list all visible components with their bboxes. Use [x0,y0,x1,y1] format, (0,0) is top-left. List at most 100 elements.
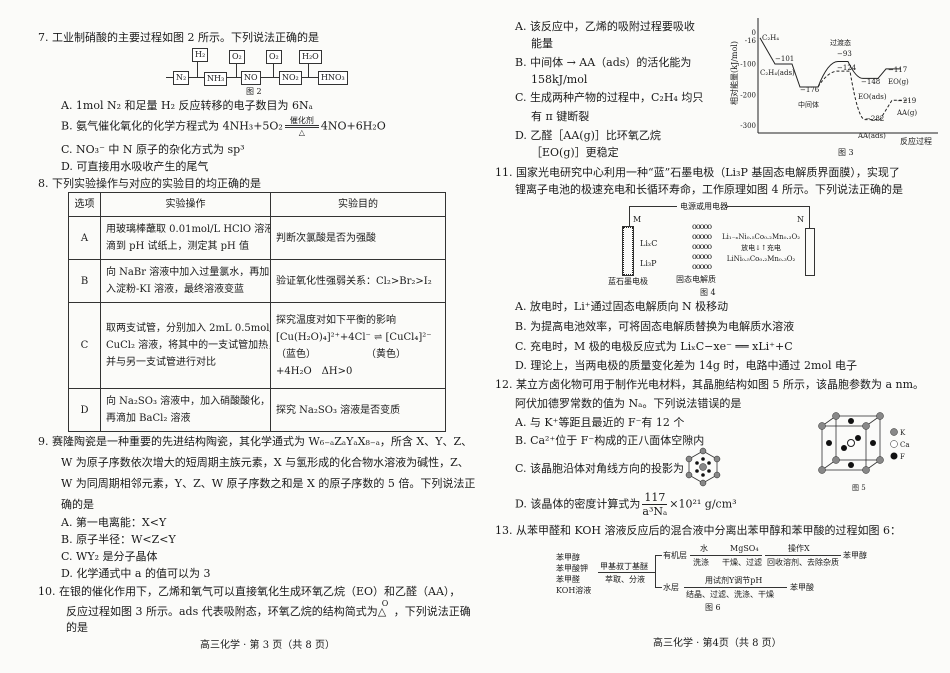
figure-5-unit-cell: K Ca F 图 5 [818,412,910,492]
reagent-o2: O₂ [266,50,282,64]
q7-option-c: C. NO₃⁻ 中 N 原子的杂化方式为 sp³ [61,143,245,156]
figure-5-caption: 图 5 [852,484,866,492]
blue-graphite-label: 蓝石墨电极 [608,277,648,286]
label-m124: −124 [837,64,857,72]
q9-line-4: 确的是 [61,498,94,511]
row-option: A [68,216,101,260]
header-purpose: 实验目的 [270,192,446,217]
q10-option-c-1: C. 生成两种产物的过程中，C₂H₄ 均只 [515,91,704,104]
label-m176: −176 [800,86,820,94]
extract-step: 萃取、分液 [605,575,645,584]
reaction-condition: 催化剂△ [284,116,319,137]
aqueous-layer: 水层 [663,583,679,592]
q9-line-2: W 为原子序数依次增大的短周期主族元素，X 与氢形成的化合物水溶液为碱性，Z、 [61,456,469,469]
q9-line-3: W 为同周期相邻元素，Y、Z、W 原子序数之和是 X 的原子序数的 5 倍。下列… [61,477,476,490]
q11-option-b: B. 为提高电池效率，可将固态电解质替换为电解质水溶液 [515,320,795,333]
label-m148: −148 [861,78,880,86]
q9-line-1: 9. 赛隆陶瓷是一种重要的先进结构陶瓷，其化学通式为 W₆₋ₐZₐYₐX₈₋ₐ，… [38,435,473,448]
device-label: 电源或用电器 [680,202,728,211]
label-eo-ads: EO(ads) [858,93,887,101]
q12-line-2: 阿伏加德罗常数的值为 Nₐ。下列说法错误的是 [515,397,742,410]
product-benzyl-alcohol: 苯甲醇 [843,551,867,560]
q8-stem: 8. 下列实验操作与对应的实验目的均正确的是 [38,177,261,190]
heat-symbol: △ [298,128,305,137]
q9-option-c: C. WY₂ 是分子晶体 [61,550,158,563]
label-intermediate: 中间体 [798,100,819,109]
q10-line-1: 10. 在银的催化作用下，乙烯和氧气可以直接氧化生成环氧乙烷（EO）和乙醛（AA… [38,585,461,598]
page-footer-right: 高三化学 · 第4页（共 8 页） [653,638,782,649]
reagent-h2: H₂ [192,48,209,62]
extract-solvent: 甲基叔丁基醚 [600,562,648,571]
q10-option-b-2: 158kJ/mol [531,73,588,86]
header-operation: 实验操作 [100,192,271,217]
q10-line-3: 的是 [66,621,88,634]
figure-3-caption: 图 3 [838,148,854,157]
adjust-ph-step: 用试剂Y调节pH [705,576,763,585]
label-m101: −101 [775,55,794,63]
q11-option-c: C. 充电时，M 极的电极反应式为 LiₓC−xe⁻ ══ xLi⁺+C [515,340,793,353]
legend-ca: Ca [900,441,910,449]
q12-option-a: A. 与 K⁺等距且最近的 F⁻有 12 个 [515,416,685,429]
wash-reagent: 水 [700,544,708,553]
drying-agent: MgSO₄ [730,544,759,553]
solid-electrolyte-label: 固态电解质 [676,275,716,284]
q12-line-1: 12. 某立方卤化物可用于制作光电材料，其晶胞结构如图 5 所示，该晶胞参数为 … [495,378,925,391]
row-operation: 向 Na₂SO₃ 溶液中，加入硝酸酸化，再滴加 BaCl₂ 溶液 [100,388,271,432]
q10-option-a-2: 能量 [531,37,553,50]
electrode-m-label: M [633,215,642,224]
chain-no: NO [241,71,261,85]
figure-2-caption: 图 2 [246,87,262,96]
label-m282: −282 [865,115,884,123]
electrode-n-label: N [797,215,804,224]
q10-option-a-1: A. 该反应中，乙烯的吸附过程要吸收 [515,20,695,33]
legend-k: K [900,429,906,437]
table-row: D 向 Na₂SO₃ 溶液中，加入硝酸酸化，再滴加 BaCl₂ 溶液 探究 Na… [68,388,446,432]
q9-option-d: D. 化学通式中 a 的值可以为 3 [61,567,211,580]
chain-hno3: HNO₃ [318,71,348,85]
row-operation: 向 NaBr 溶液中加入过量氯水，再加入淀粉-KI 溶液，最终溶液变蓝 [100,259,271,303]
organic-layer: 有机层 [663,551,687,560]
crystallize-step: 结晶、过滤、洗涤、干燥 [686,590,774,599]
q7-option-b-product: 4NO+6H₂O [320,119,386,133]
figure-3-energy-diagram: 相对能量(kJ/mol) 0-16-100-200-300 反应过程 图 3 C… [729,18,938,157]
product-benzoic-acid: 苯甲酸 [790,583,814,592]
label-m117: −117 [888,66,907,74]
row-option: D [68,388,101,432]
q11-line-2: 锂离子电池的极速充电和长循环寿命，工作原理如图 4 所示。下列说法正确的是 [515,183,903,196]
x-axis-label: 反应过程 [900,136,932,146]
q7-stem: 7. 工业制硝酸的主要过程如图 2 所示。下列说法正确的是 [38,31,319,44]
aa-pathway [817,70,910,121]
q11-option-d: D. 理论上，当两电极的质量变化差为 14g 时，电路中通过 2mol 电子 [515,359,858,372]
q7-option-a: A. 1mol N₂ 和足量 H₂ 反应转移的电子数目为 6Nₐ [61,99,313,112]
epoxide-structure-icon: O△ [377,599,389,618]
dry-filter-step: 干燥、过滤 [722,558,762,567]
q11-option-a: A. 放电时，Li⁺通过固态电解质向 N 极移动 [515,300,729,313]
projection-hexagon-icon [685,447,721,487]
y-tick-label: 0 [752,29,756,37]
label-c2h4: C₂H₄ [762,34,779,42]
label-eo-g: EO(g) [888,78,909,86]
row-operation: 用玻璃棒蘸取 0.01mol/L HClO 溶液，滴到 pH 试纸上，测定其 p… [100,216,271,260]
q7-option-d: D. 可直接用水吸收产生的尾气 [61,160,209,173]
label-m219: −219 [897,97,916,105]
q11-line-1: 11. 国家光电研究中心利用一种“蓝”石墨电极（Li₃P 基固态电解质界面膜），… [495,166,900,179]
q10-option-d-1: D. 乙醛［AA(g)］比环氧乙烷 [515,129,661,142]
chain-no2: NO₂ [279,71,302,85]
blue-graphite-electrode [622,226,634,276]
table-row: B 向 NaBr 溶液中加入过量氯水，再加入淀粉-KI 溶液，最终溶液变蓝 验证… [68,259,446,303]
q10-option-d-2: ［EO(g)］更稳定 [531,146,619,159]
li3p-label: Li₃P [640,259,657,268]
chain-n2: N₂ [173,71,190,85]
row-option: C [68,302,101,389]
label-aa-ads: AA(ads) [857,132,886,140]
row-purpose: 探究温度对如下平衡的影响[Cu(H₂O)₄]²⁺+4Cl⁻ ⇌ [CuCl₄]²… [270,302,446,389]
y-tick-label: -16 [745,37,757,45]
q9-option-a: A. 第一电离能：X<Y [61,516,167,529]
q10-option-b-1: B. 中间体 → AA（ads）的活化能为 [515,56,692,69]
